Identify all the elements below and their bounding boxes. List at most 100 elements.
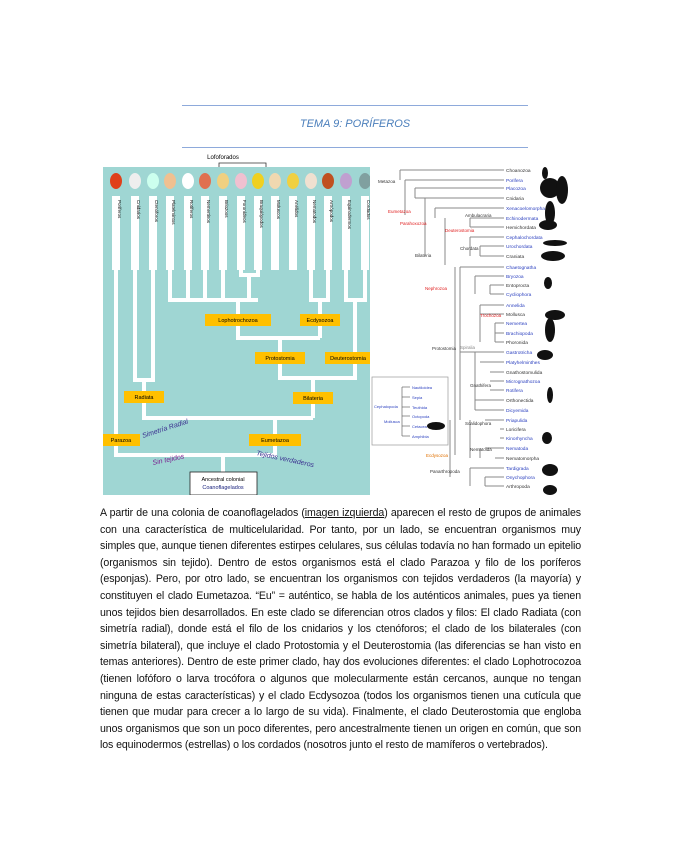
taxon-leaf-label: Mollusca	[506, 312, 525, 318]
metazoa-node-label: Metazoa	[378, 179, 396, 184]
taxon-column	[131, 196, 139, 270]
taxon-leaf-label: Arthropoda	[506, 484, 530, 490]
taxon-leaf-label: Rotifera	[506, 388, 523, 394]
eumetazoa-box	[249, 434, 301, 446]
radiata-box	[124, 391, 164, 403]
organism-illustration	[199, 173, 211, 189]
animal-silhouette	[556, 176, 568, 204]
animal-silhouette	[544, 277, 552, 289]
animal-silhouette	[537, 350, 553, 360]
animal-silhouette	[540, 178, 560, 198]
lophotrochozoa-label: Lophotrochozoa	[218, 318, 258, 324]
deuterostomia-box	[325, 352, 370, 364]
tree-branches	[114, 268, 367, 475]
inset-box	[371, 376, 449, 446]
taxon-label: Artrópodos	[329, 200, 334, 223]
animal-silhouette	[542, 432, 552, 444]
taxon-leaf-label: Annelida	[506, 303, 525, 309]
radiata-label: Radiata	[135, 395, 155, 401]
taxon-label: Equinodermos	[347, 200, 352, 230]
taxon-column	[271, 196, 279, 270]
protostomia-box	[255, 352, 305, 364]
body-paragraph: A partir de una colonia de coanoflagelad…	[100, 505, 581, 754]
whale-silhouette	[427, 422, 445, 430]
taxon-leaf-label: Brachiopoda	[506, 331, 533, 337]
organism-illustration	[322, 173, 334, 189]
taxon-column	[324, 196, 332, 270]
inset-leaf-label: Amphibia	[412, 434, 429, 439]
protostomia-node-label: Protostomia	[432, 346, 457, 351]
organism-illustration	[129, 173, 141, 189]
inset-leaf-label: Octopoda	[412, 414, 430, 419]
taxon-leaf-label: Loricifera	[506, 427, 526, 433]
organism-illustration	[164, 173, 176, 189]
spiralia-node-label: Spiralia	[460, 345, 476, 350]
header-rule-top	[182, 105, 528, 106]
organism-illustrations	[110, 173, 370, 189]
inset-leaf-label: Teuthida	[412, 405, 428, 410]
taxon-leaf-label: Hemichordata	[506, 225, 536, 231]
organism-illustration	[217, 173, 229, 189]
taxon-leaf-label: Placozoa	[506, 186, 526, 192]
organism-illustration	[182, 173, 194, 189]
chordata-node-label: Chordata	[460, 246, 479, 251]
taxon-leaf-label: Craniata	[506, 254, 524, 260]
taxon-leaf-label: Nematomorpha	[506, 456, 539, 462]
ancestor-box	[189, 471, 258, 495]
protostomia-label: Protostomia	[265, 356, 295, 362]
taxon-column	[361, 196, 369, 270]
page-title: TEMA 9: PORÍFEROS	[299, 118, 411, 130]
taxon-column	[254, 196, 262, 270]
deuterostomia-node-label: Deuterostomia	[445, 228, 475, 233]
organism-illustration	[340, 173, 352, 189]
taxon-leaf-label: Echinodermata	[506, 216, 539, 222]
organism-illustration	[305, 173, 317, 189]
taxon-leaf-label: Dicyemida	[506, 408, 529, 414]
taxon-label: Briozoos	[224, 200, 229, 218]
animal-silhouette	[545, 201, 555, 225]
parazoa-label: Parazoa	[111, 438, 132, 444]
taxon-label: Nemertinos	[206, 200, 211, 224]
taxon-column	[149, 196, 157, 270]
inset-node-label: Mollusca	[384, 419, 401, 424]
header-rule-bottom	[182, 147, 528, 148]
ambulacraria-node-label: Ambulacraria	[465, 213, 492, 218]
taxon-leaf-label: Xenacoelomorpha	[506, 206, 545, 212]
tree-branches	[399, 169, 504, 487]
organism-illustration	[235, 173, 247, 189]
taxon-leaf-label: Phoronida	[506, 340, 528, 346]
taxon-leaf-label: Micrognathozoa	[506, 379, 540, 385]
bilateria-label: Bilateria	[303, 396, 324, 402]
taxon-leaf-label: Bryozoa	[506, 274, 524, 280]
phylogeny-figure-right: ChoanozoaPoriferaPlacozoaCnidariaXenacoe…	[371, 167, 568, 495]
ancestor-line1: Ancestral colonial	[201, 477, 244, 483]
animal-silhouette	[545, 318, 555, 342]
animal-silhouette	[545, 310, 565, 320]
taxon-label: Braquiópodos	[259, 200, 264, 229]
animal-silhouette	[541, 251, 565, 261]
taxon-label: Cordados	[366, 200, 370, 220]
lofoforados-label: Lofoforados	[207, 155, 239, 161]
taxon-leaf-label: Priapulida	[506, 418, 528, 424]
bilateria-box	[293, 392, 333, 404]
inset-leaf-label: Sepia	[412, 395, 423, 400]
organism-illustration	[147, 173, 159, 189]
eumetazoa-node-label: Eumetazoa	[388, 209, 411, 214]
paragraph-text: A partir de una colonia de coanoflagelad…	[100, 507, 305, 519]
bilateria-node-label: Bilateria	[415, 253, 432, 258]
taxon-column	[342, 196, 350, 270]
inset-leaf-label: Nautiloidea	[412, 385, 433, 390]
ecdysozoa-label: Ecdysozoa	[307, 318, 335, 324]
taxon-leaf-label: Tardigrada	[506, 466, 529, 472]
taxon-leaf-label: Cnidaria	[506, 196, 524, 202]
taxon-label: Foronídeos	[242, 200, 247, 224]
taxon-label: Rotíferos	[189, 200, 194, 219]
organism-illustration	[110, 173, 122, 189]
taxon-column	[166, 196, 174, 270]
taxon-leaf-label: Kinorhyncha	[506, 436, 533, 442]
image-reference-link[interactable]: imagen izquierda	[304, 507, 385, 519]
taxon-leaf-label: Entoprocta	[506, 283, 530, 289]
animal-silhouette	[542, 464, 558, 476]
taxon-column	[112, 196, 120, 270]
